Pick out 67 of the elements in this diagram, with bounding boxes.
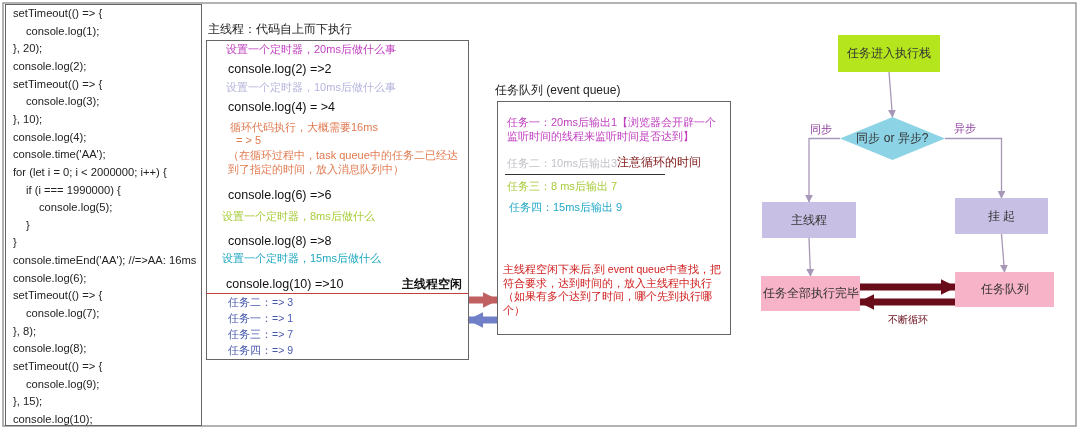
task-line: 任务三：=> 7 <box>228 328 294 342</box>
code-line: } <box>13 235 17 250</box>
process-box <box>955 272 1054 307</box>
node-label: 任务队列 <box>980 281 1029 298</box>
node-label: 同步 or 异步? <box>856 130 929 147</box>
step-note: 设置一个定时器，8ms后做什么 <box>222 209 375 224</box>
queue-task: 任务三：8 ms后输出 7 <box>507 179 617 194</box>
step-note: = > 5 <box>236 133 262 148</box>
code-line: console.log(7); <box>26 306 100 321</box>
node-label: 挂 起 <box>987 207 1016 225</box>
code-line: if (i === 1990000) { <box>26 182 121 198</box>
panel-heading: 主线程：代码自上而下执行 <box>208 22 352 38</box>
step-note: （在循环过程中，task queue中的任务二已经达到了指定的时间，放入消息队列中） <box>228 148 459 177</box>
arrow <box>806 237 815 277</box>
step-note: 循环代码执行，大概需要16ms <box>230 120 378 135</box>
code-line: console.log(3); <box>26 94 100 109</box>
output-line: console.log(10) =>10 <box>226 276 344 293</box>
edge-label: 异步 <box>954 121 976 136</box>
code-line: }, 10); <box>13 111 43 127</box>
code-line: setTimeout(() => { <box>13 288 103 303</box>
process-box <box>955 198 1048 234</box>
code-line: console.timeEnd('AA'); //=>AA: 16ms <box>13 253 197 268</box>
code-line: console.log(10); <box>13 411 93 427</box>
queue-task: 任务四：15ms后输出 9 <box>509 200 623 215</box>
warning-note: 注意循环的时间 <box>617 155 701 171</box>
node-label: 任务全部执行完毕 <box>762 285 859 302</box>
block-arrow <box>860 279 957 295</box>
code-line: console.log(1); <box>26 23 100 39</box>
code-line: setTimeout(() => { <box>13 359 103 374</box>
arrow <box>887 71 896 118</box>
arrow <box>805 137 841 203</box>
arrow <box>944 137 1006 199</box>
panel-heading: 任务队列 (event queue) <box>495 83 621 99</box>
code-line: setTimeout(() => { <box>13 76 103 92</box>
output-line: console.log(2) =>2 <box>228 61 332 78</box>
edge-label: 同步 <box>810 122 832 137</box>
process-box <box>838 35 940 72</box>
code-line: }, 8); <box>13 323 36 339</box>
loop-note: 不断循环 <box>888 313 928 326</box>
code-line: console.log(9); <box>26 376 100 392</box>
code-line: console.time('AA'); <box>13 147 106 162</box>
task-line: 任务一：=> 1 <box>228 312 294 326</box>
arrow <box>999 233 1008 273</box>
output-line: console.log(6) =>6 <box>228 187 332 204</box>
code-line: } <box>26 217 30 233</box>
step-note: 设置一个定时器，15ms后做什么 <box>222 251 381 266</box>
output-line: console.log(4) = >4 <box>228 99 335 116</box>
code-line: }, 15); <box>13 394 43 409</box>
explanation-text: 主线程空闲下来后,到 event queue中查找，把符合要求，达到时间的，放入主线程中执行（如果有多个达到了时间，哪个先到执行哪个） <box>503 263 722 318</box>
code-line: for (let i = 0; i < 2000000; i++) { <box>13 164 167 180</box>
step-note: 设置一个定时器，20ms后做什么事 <box>226 42 396 57</box>
node-label: 主线程 <box>791 211 827 229</box>
queue-task: 任务一：20ms后输出1【浏览器会开辟一个监听时间的线程来监听时间是否达到】 <box>507 115 718 144</box>
output-line: console.log(8) =>8 <box>228 233 332 250</box>
code-line: console.log(6); <box>13 270 87 286</box>
task-line: 任务四：=> 9 <box>228 344 294 358</box>
idle-note: 主线程空闲 <box>402 277 462 293</box>
process-box <box>762 202 856 238</box>
code-line: console.log(5); <box>39 200 113 215</box>
node-label: 任务进入执行栈 <box>847 45 931 62</box>
code-line: }, 20); <box>13 41 43 56</box>
code-line: console.log(8); <box>13 341 87 356</box>
task-line: 任务二：=> 3 <box>228 296 294 310</box>
code-line: console.log(4); <box>13 129 87 145</box>
process-box <box>761 276 860 311</box>
code-line: console.log(2); <box>13 58 87 74</box>
code-line: setTimeout(() => { <box>13 6 103 21</box>
